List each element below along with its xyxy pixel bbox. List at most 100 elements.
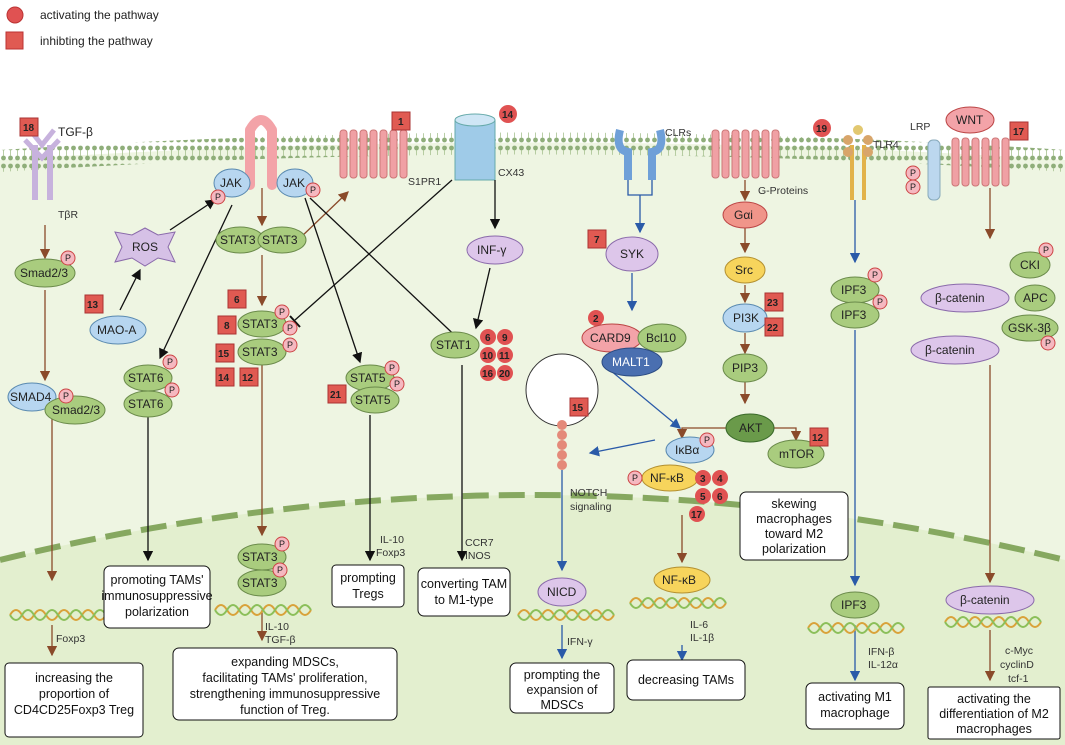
svg-text:Foxp3: Foxp3 xyxy=(56,633,85,645)
smad4-complex: SMAD4 Smad2/3 P xyxy=(7,382,106,425)
svg-text:signaling: signaling xyxy=(570,501,612,513)
mtor-node: mTOR 12 xyxy=(767,427,829,469)
num-6: 6 xyxy=(234,295,240,306)
num-1: 1 xyxy=(398,117,404,128)
stat1-node: STAT1 6 9 10 11 16 20 xyxy=(430,329,513,381)
svg-text:strengthening immunosuppressiv: strengthening immunosuppressive xyxy=(190,687,380,701)
svg-text:P: P xyxy=(910,168,916,178)
svg-text:P: P xyxy=(279,539,285,549)
num-17: 17 xyxy=(691,510,703,521)
svg-text:polarization: polarization xyxy=(762,542,826,556)
num-14b: 14 xyxy=(218,373,230,384)
num-12: 12 xyxy=(242,373,254,384)
tgfb-label: TGF-β xyxy=(58,125,93,139)
num-18: 18 xyxy=(23,123,35,134)
nfkb-nuclear: NF-κB xyxy=(653,566,711,594)
svg-text:to M1-type: to M1-type xyxy=(434,593,493,607)
svg-text:ROS: ROS xyxy=(132,240,158,254)
num-11: 11 xyxy=(499,351,510,362)
arrows xyxy=(39,179,996,682)
svg-text:APC: APC xyxy=(1023,291,1048,305)
svg-text:Bcl10: Bcl10 xyxy=(646,331,676,345)
svg-text:β-catenin: β-catenin xyxy=(960,593,1010,607)
svg-text:STAT3: STAT3 xyxy=(242,317,278,331)
svg-text:Tregs: Tregs xyxy=(352,587,384,601)
akt-node: AKT xyxy=(725,413,775,443)
svg-text:expanding MDSCs,: expanding MDSCs, xyxy=(231,655,339,669)
ipf3-dimer: IPF3 IPF3 P P xyxy=(830,267,888,329)
nfkb-complex: IκBα P NF-κB P 3 4 5 6 17 xyxy=(627,432,728,522)
tgfb-receptor: 18 TGF-β TβR xyxy=(19,117,93,221)
infg-node: INF-γ xyxy=(466,235,524,265)
num-5: 5 xyxy=(700,492,706,503)
svg-text:STAT3: STAT3 xyxy=(262,233,298,247)
outcome-boxes: increasing the proportion of CD4CD25Foxp… xyxy=(4,491,1061,740)
pip3-node: PIP3 xyxy=(722,353,768,383)
wnt-cytoplasm-nodes: β-catenin β-catenin CKI P APC GSK-3β P xyxy=(910,242,1059,365)
svg-text:AKT: AKT xyxy=(739,421,763,435)
svg-text:P: P xyxy=(389,363,395,373)
num-21: 21 xyxy=(330,390,342,401)
svg-text:IL-10: IL-10 xyxy=(380,534,404,546)
svg-text:P: P xyxy=(279,307,285,317)
wnt-label: WNT xyxy=(956,113,984,127)
svg-text:toward M2: toward M2 xyxy=(765,527,823,541)
svg-text:IL-1β: IL-1β xyxy=(690,632,714,644)
svg-text:JAK: JAK xyxy=(283,176,305,190)
num-12b: 12 xyxy=(812,433,824,444)
nuclear-envelope xyxy=(0,492,1065,563)
inhibit-legend-icon xyxy=(5,31,24,50)
svg-text:converting TAM: converting TAM xyxy=(421,577,507,591)
num-13: 13 xyxy=(87,300,99,311)
num-22: 22 xyxy=(767,323,779,334)
num-6d: 6 xyxy=(717,492,723,503)
svg-text:MALT1: MALT1 xyxy=(612,355,650,369)
svg-text:IL-10: IL-10 xyxy=(265,621,289,633)
syk-node: 7 SYK xyxy=(587,229,659,272)
num-16: 16 xyxy=(482,369,494,380)
s1pr1-label: S1PR1 xyxy=(408,176,441,188)
svg-text:P: P xyxy=(310,185,316,195)
svg-text:activating M1: activating M1 xyxy=(818,690,892,704)
svg-text:tcf-1: tcf-1 xyxy=(1008,673,1029,685)
svg-text:IFN-γ: IFN-γ xyxy=(567,636,593,648)
svg-text:macrophages: macrophages xyxy=(956,722,1032,736)
svg-text:P: P xyxy=(910,182,916,192)
svg-text:P: P xyxy=(877,297,883,307)
legend-inhibiting: inhibting the pathway xyxy=(40,34,153,48)
svg-text:MDSCs: MDSCs xyxy=(540,698,583,712)
stat6-dimer: STAT6 STAT6 P P xyxy=(123,354,180,418)
num-14: 14 xyxy=(502,110,514,121)
legend: activating the pathway inhibting the pat… xyxy=(5,6,159,50)
svg-text:macrophage: macrophage xyxy=(820,706,890,720)
smad23-node: Smad2/3 P xyxy=(14,250,76,288)
svg-text:JAK: JAK xyxy=(220,176,242,190)
svg-text:P: P xyxy=(167,357,173,367)
legend-activating: activating the pathway xyxy=(40,8,159,22)
tlr4-receptor: 19 TLR4 xyxy=(813,119,899,200)
svg-text:P: P xyxy=(394,379,400,389)
svg-text:CARD9: CARD9 xyxy=(590,331,631,345)
svg-text:cyclinD: cyclinD xyxy=(1000,659,1034,671)
svg-text:NF-κB: NF-κB xyxy=(650,471,684,485)
svg-text:expansion of: expansion of xyxy=(527,683,598,697)
card9-complex: 2 CARD9 Bcl10 MALT1 xyxy=(581,310,687,377)
svg-text:prompting: prompting xyxy=(340,571,396,585)
cx43-channel: 14 CX43 xyxy=(454,105,524,181)
svg-text:mTOR: mTOR xyxy=(779,447,814,461)
svg-text:function of Treg.: function of Treg. xyxy=(240,703,330,717)
svg-text:STAT5: STAT5 xyxy=(355,393,391,407)
svg-text:skewing: skewing xyxy=(771,497,816,511)
svg-text:STAT6: STAT6 xyxy=(128,397,164,411)
svg-text:immunosuppressive: immunosuppressive xyxy=(101,589,212,603)
lrp-label: LRP xyxy=(910,121,930,133)
svg-text:CCR7: CCR7 xyxy=(465,537,494,549)
svg-text:STAT1: STAT1 xyxy=(436,338,472,352)
svg-text:SYK: SYK xyxy=(620,247,644,261)
svg-text:increasing the: increasing the xyxy=(35,671,113,685)
pi3k-node: PI3K 23 22 xyxy=(722,292,784,337)
svg-text:INOS: INOS xyxy=(465,550,491,562)
svg-text:Smad2/3: Smad2/3 xyxy=(20,266,68,280)
svg-text:IL-6: IL-6 xyxy=(690,619,708,631)
